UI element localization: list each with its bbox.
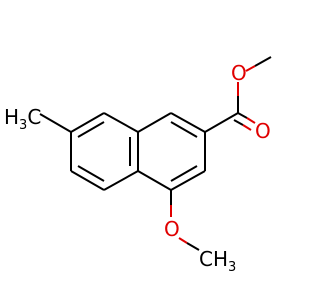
bond-methoxy-o-methyl-a	[178, 237, 188, 244]
ester-oxygen-label: O	[231, 61, 247, 85]
double-bond-c7-c8-inner	[77, 121, 105, 138]
bond-c2-carbonyl	[204, 112, 239, 133]
methyl-left-label: H3C	[4, 105, 41, 133]
bond-c4-c4a	[137, 170, 172, 191]
methoxy-methyl-label: CH3	[199, 247, 236, 275]
bond-ester-o-methyl-b	[254, 56, 272, 67]
bond-carbonyl-double-2b	[242, 124, 252, 131]
molecule-structure: H3C O O O CH3	[4, 56, 272, 275]
ester-group: O O	[204, 56, 272, 143]
bond-c8-c7	[70, 112, 105, 133]
bond-c8a-c8	[103, 112, 139, 133]
double-bond-c3-c4-inner	[170, 165, 198, 182]
bond-c1-c2	[170, 112, 206, 133]
bond-c8a-c1	[137, 112, 172, 133]
bond-c6-c5	[70, 170, 105, 191]
carbonyl-oxygen-label: O	[255, 119, 271, 143]
bond-methoxy-o-methyl-b	[186, 242, 200, 251]
bond-carbonyl-double-1b	[246, 117, 256, 124]
bond-carbonyl-double-1a	[237, 112, 248, 119]
methoxy-oxygen-label: O	[164, 217, 180, 241]
bond-c5-c4a	[103, 170, 139, 191]
bond-carbonyl-double-2a	[233, 119, 244, 126]
bond-c7-methyl	[39, 113, 72, 133]
ring-left-bonds	[70, 112, 139, 191]
methoxy-group: O CH3	[164, 190, 236, 275]
bond-c3-c4	[170, 170, 206, 191]
ring-right-bonds	[137, 112, 206, 191]
double-bond-c1-c2-inner	[170, 121, 198, 138]
bond-ester-o-methyl-a	[245, 65, 256, 72]
double-bond-c5-c6-inner	[77, 165, 105, 182]
